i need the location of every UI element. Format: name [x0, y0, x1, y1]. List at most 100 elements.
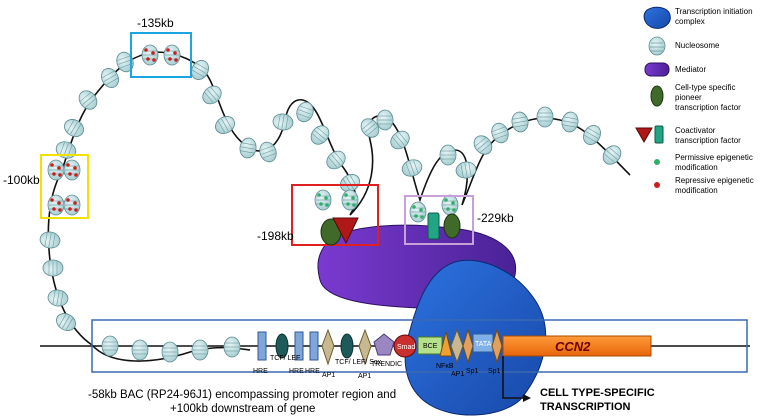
nucleosome [163, 44, 181, 66]
nucleosome [161, 341, 179, 363]
nucleosome [326, 150, 346, 170]
coactivator-198kb [332, 217, 359, 245]
nucleosome [360, 118, 380, 138]
hre-label-2: HRE [289, 368, 304, 375]
nucleosome [473, 135, 493, 155]
ap1-label-2: AP1 [358, 373, 371, 380]
region-label-100kb: -100kb [3, 173, 40, 187]
nucleosome [64, 119, 84, 137]
permissive-mark [344, 193, 348, 197]
permissive-mark [317, 193, 321, 197]
repressive-mark [166, 48, 170, 52]
bce-element [417, 336, 443, 355]
repressive-mark [52, 172, 56, 176]
nucleosome [511, 111, 529, 133]
repressive-mark [73, 166, 77, 170]
region-box-100kb [40, 154, 89, 219]
nucleosome [131, 339, 149, 361]
hre-element-3 [309, 331, 319, 361]
permissive-mark [446, 207, 450, 211]
sp1-label-2: Sp1 [488, 368, 501, 375]
nucleosome [39, 231, 61, 249]
smad-label: Smad [397, 344, 415, 351]
repressive-mark [146, 57, 150, 61]
ccn2-gene-body [502, 335, 652, 357]
smad-element [393, 334, 417, 358]
nucleosome [78, 90, 98, 110]
permissive-mark [325, 203, 329, 207]
legend-label-pioneer-line3: transcription factor [675, 103, 741, 112]
nfkb-label: NFκB [436, 363, 454, 370]
coactivator-icon [635, 127, 653, 144]
nucleosome [455, 161, 477, 179]
nucleosome [491, 122, 509, 144]
repressive-mark [152, 58, 156, 62]
nucleosome [202, 85, 222, 105]
region-label-229kb: -229kb [477, 211, 514, 225]
permissive-mark [451, 201, 455, 205]
nucleosome [536, 106, 554, 128]
nucleosome [314, 189, 332, 211]
repressive-mark [66, 163, 70, 167]
legend: Transcription initiation complex Nucleos… [635, 6, 754, 195]
legend-label-tic-line1: Transcription initiation [675, 7, 753, 16]
nucleosome [409, 201, 427, 223]
sp1-label-1: Sp1 [466, 368, 479, 375]
sp1-element-1 [462, 328, 474, 364]
bac-caption-line1: -58kb BAC (RP24-96J1) encompassing promo… [88, 389, 396, 401]
nucleosome [47, 194, 65, 216]
permissive-mark [420, 215, 424, 219]
legend-label-coactivator-line2: transcription factor [675, 136, 741, 145]
repressive-mark [57, 166, 61, 170]
region-label-198kb: -198kb [257, 229, 294, 243]
hre-label-1: HRE [253, 368, 268, 375]
permissive-mark [352, 203, 356, 207]
nucleosome [56, 313, 76, 331]
permissive-mark [414, 214, 418, 218]
cell-type-specific-transcription-line2: TRANSCRIPTION [540, 401, 631, 413]
region-box-135kb [130, 32, 192, 78]
nucleosome [223, 336, 241, 358]
nucleosome [42, 259, 64, 277]
repressive-mark [73, 201, 77, 205]
repressive-mark [66, 198, 70, 202]
nucleosome [63, 194, 81, 216]
nucleosome [101, 335, 119, 357]
ap1-label-3: AP1 [451, 371, 464, 378]
legend-label-tic-line2: complex [675, 17, 705, 26]
repressive-mark [74, 173, 78, 177]
nucleosome [390, 130, 410, 150]
transcription-start-arrow [502, 356, 523, 399]
nucleosome-group [39, 44, 622, 363]
repressive-mark [68, 207, 72, 211]
nucleosome [583, 125, 601, 145]
repressive-mark [57, 201, 61, 205]
nucleosome [259, 141, 277, 163]
nucleosome [101, 68, 119, 88]
chromatin-fiber [47, 51, 631, 346]
tcf-lef-element [275, 333, 289, 359]
nucleosome [602, 145, 622, 165]
legend-label-nucleosome: Nucleosome [675, 41, 720, 50]
permissive-mark [444, 198, 448, 202]
permissive-mark [319, 202, 323, 206]
nucleosome [239, 137, 257, 159]
permissive-mark [324, 196, 328, 200]
trendic-label: TRENDIC [371, 361, 402, 368]
legend-label-permissive-line2: modification [675, 163, 718, 172]
repressive-mark [151, 51, 155, 55]
nucleosome [561, 111, 579, 133]
nucleosome [215, 116, 235, 134]
region-label-135kb: -135kb [137, 16, 174, 30]
repressive-mark [58, 173, 62, 177]
bac-construct-box [91, 319, 748, 373]
nucleosome [341, 189, 359, 211]
transcription-arrow-head [523, 394, 531, 402]
repressive-mark [173, 51, 177, 55]
tata-label: TATA [475, 341, 492, 348]
nucleosome [55, 141, 77, 159]
repressive-mark-icon [654, 182, 660, 188]
mediator-icon [644, 62, 670, 77]
tcf-lef-label: TCF/ LEF [270, 355, 300, 362]
coactivator-green-icon [654, 125, 664, 144]
